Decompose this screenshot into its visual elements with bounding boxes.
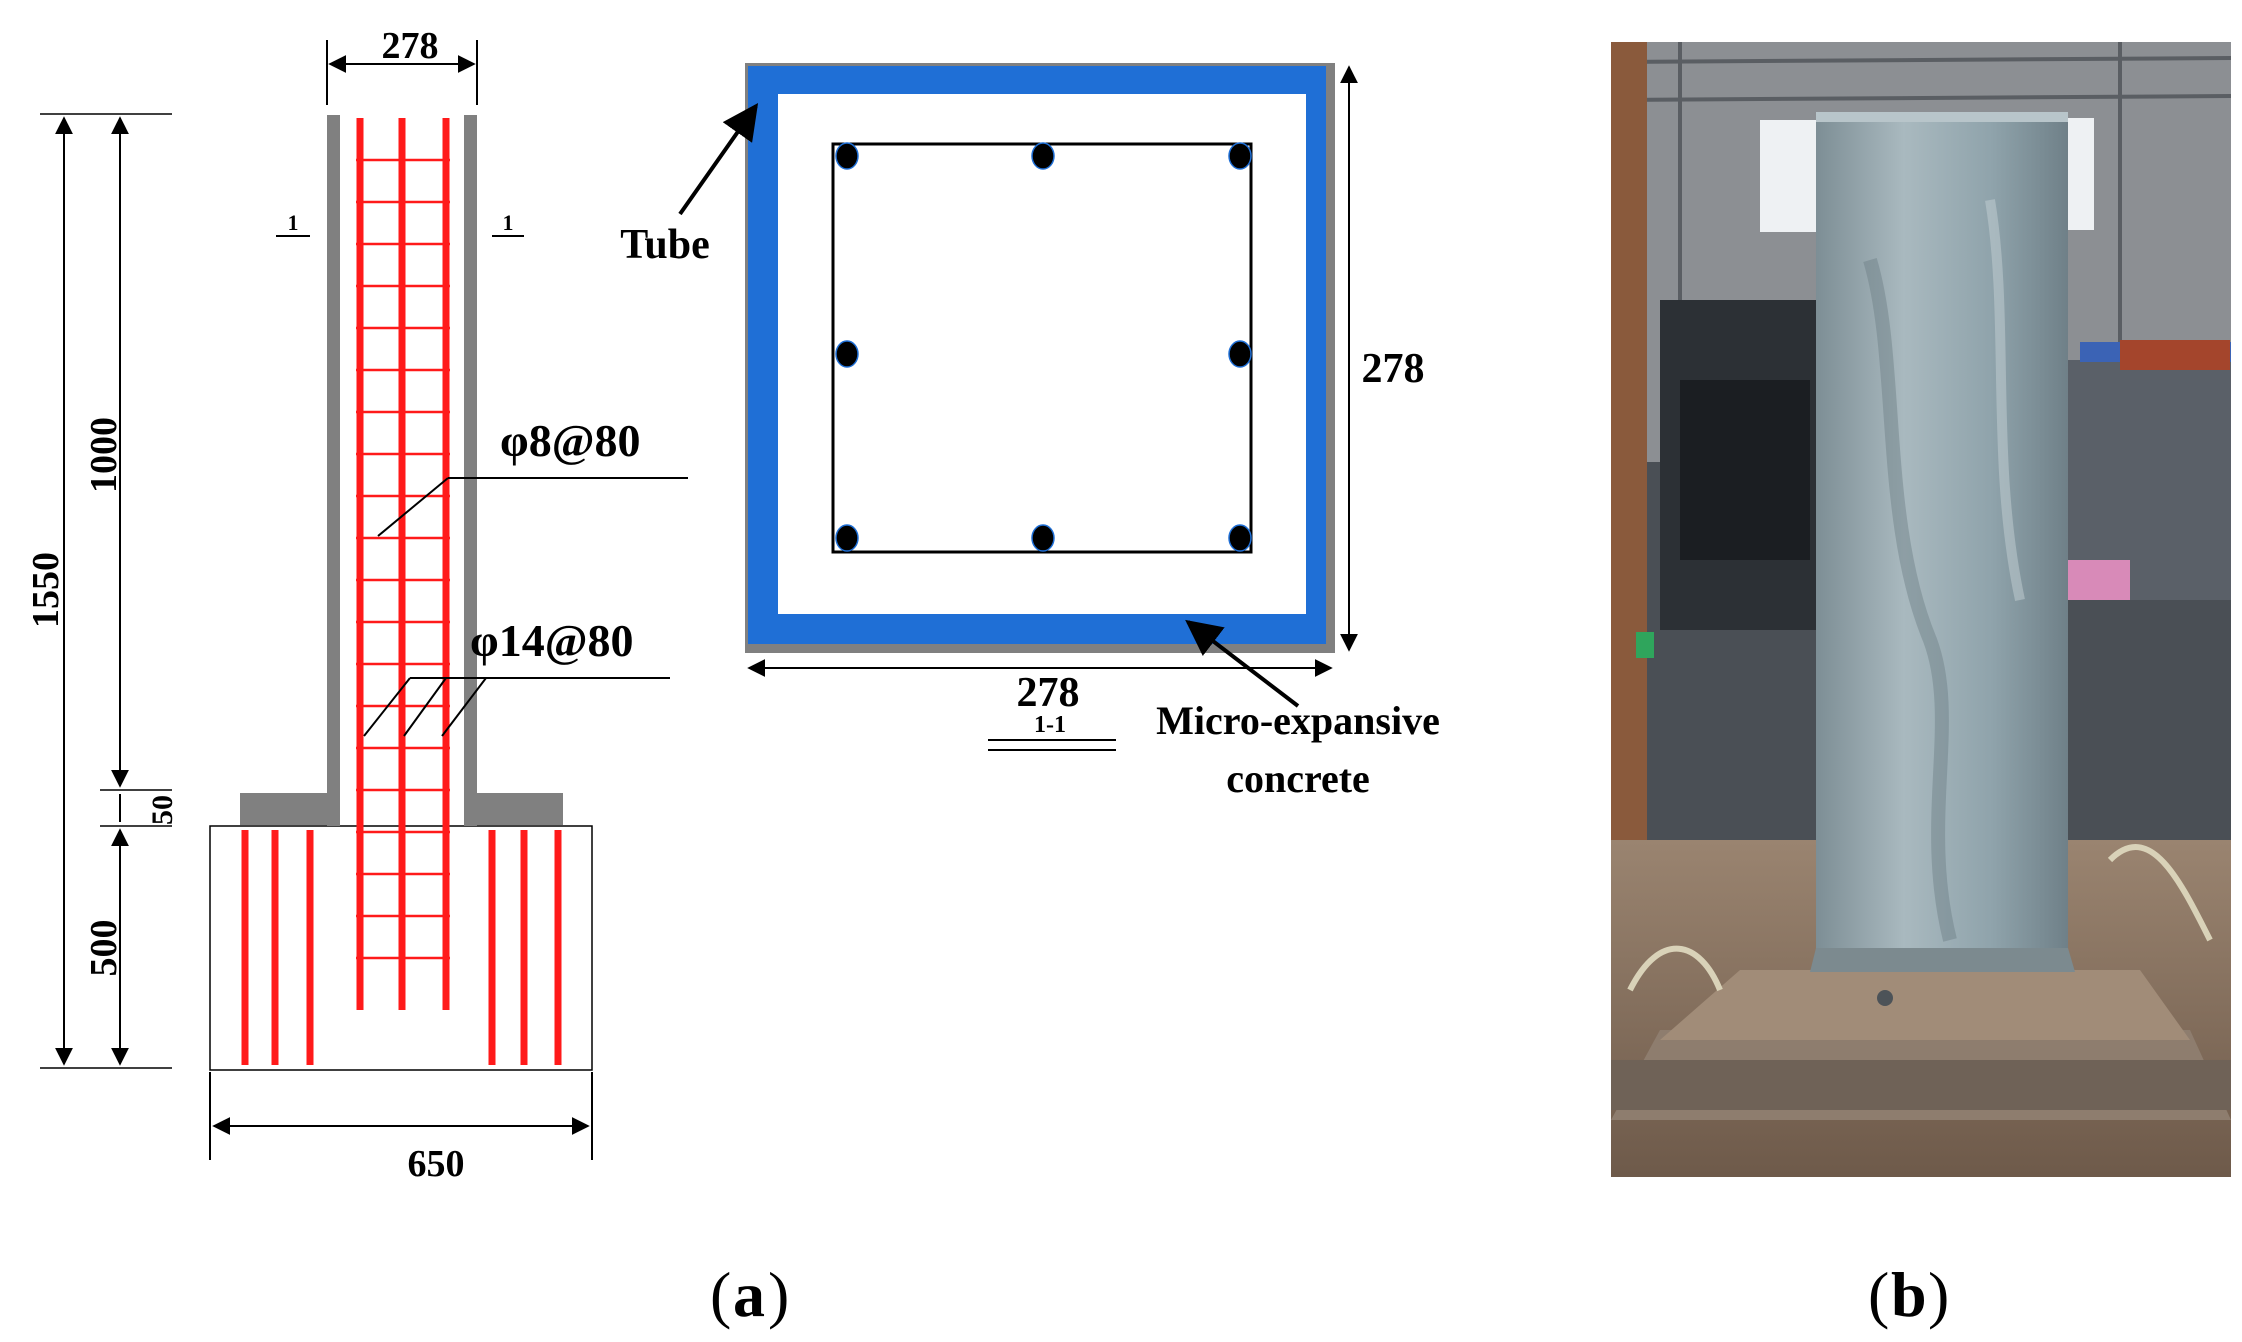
caption-b: ( b ) bbox=[1868, 1259, 1949, 1330]
window-left bbox=[1760, 120, 1824, 232]
section-mark-right: 1 bbox=[503, 210, 514, 235]
footing-bars bbox=[241, 830, 562, 1065]
longitudinal-bar-leader bbox=[363, 677, 670, 737]
footing-width-label: 650 bbox=[408, 1143, 465, 1185]
elevation-drawing: 278 1550 1000 50 500 650 1 1 bbox=[25, 25, 688, 1185]
steel-column-specimen bbox=[1816, 112, 2068, 968]
bottom-dimension-label: 278 bbox=[1017, 670, 1080, 716]
concrete-label-line1: Micro-expansive bbox=[1156, 698, 1440, 743]
longitudinal-bar-label: φ14@80 bbox=[470, 615, 634, 666]
section-mark-left: 1 bbox=[288, 210, 299, 235]
caption-a-open: ( bbox=[710, 1259, 731, 1330]
stirrup-leader bbox=[377, 477, 688, 537]
top-width-label: 278 bbox=[382, 25, 439, 67]
side-dimension-label: 278 bbox=[1362, 346, 1425, 392]
vertical-dimension-extensions bbox=[40, 113, 172, 1069]
longitudinal-bar-dots bbox=[835, 142, 1252, 552]
caption-a-letter: a bbox=[733, 1259, 765, 1330]
tube-leader bbox=[678, 103, 759, 216]
caption-b-open: ( bbox=[1868, 1259, 1889, 1330]
concrete-leader bbox=[1185, 619, 1300, 708]
base-plate-left bbox=[240, 793, 333, 825]
tube-wall-right bbox=[464, 115, 477, 826]
column-longitudinal-bars bbox=[356, 118, 450, 1010]
plate-thickness-label: 50 bbox=[146, 795, 179, 825]
column-height-label: 1000 bbox=[83, 417, 125, 493]
stirrup-label: φ8@80 bbox=[500, 415, 641, 466]
caption-b-close: ) bbox=[1928, 1259, 1949, 1330]
caption-b-letter: b bbox=[1891, 1259, 1927, 1330]
section-title: 1-1 bbox=[1034, 712, 1066, 738]
stirrup-ties bbox=[356, 158, 450, 960]
footing-width-dimension bbox=[209, 1072, 593, 1160]
specimen-photo bbox=[1611, 42, 2231, 1177]
footing-height-label: 500 bbox=[83, 920, 125, 977]
base-plate-right bbox=[477, 793, 563, 825]
concrete-label-line2: concrete bbox=[1226, 756, 1370, 801]
caption-a-close: ) bbox=[768, 1259, 789, 1330]
caption-a: ( a ) bbox=[710, 1259, 789, 1330]
tube-wall-left bbox=[327, 115, 340, 826]
total-height-label: 1550 bbox=[25, 552, 67, 628]
tube-label: Tube bbox=[620, 222, 710, 268]
top-width-dimension bbox=[326, 40, 478, 105]
cross-section-drawing: 278 278 1-1 Tube Micro-expansive concret… bbox=[620, 63, 1440, 801]
